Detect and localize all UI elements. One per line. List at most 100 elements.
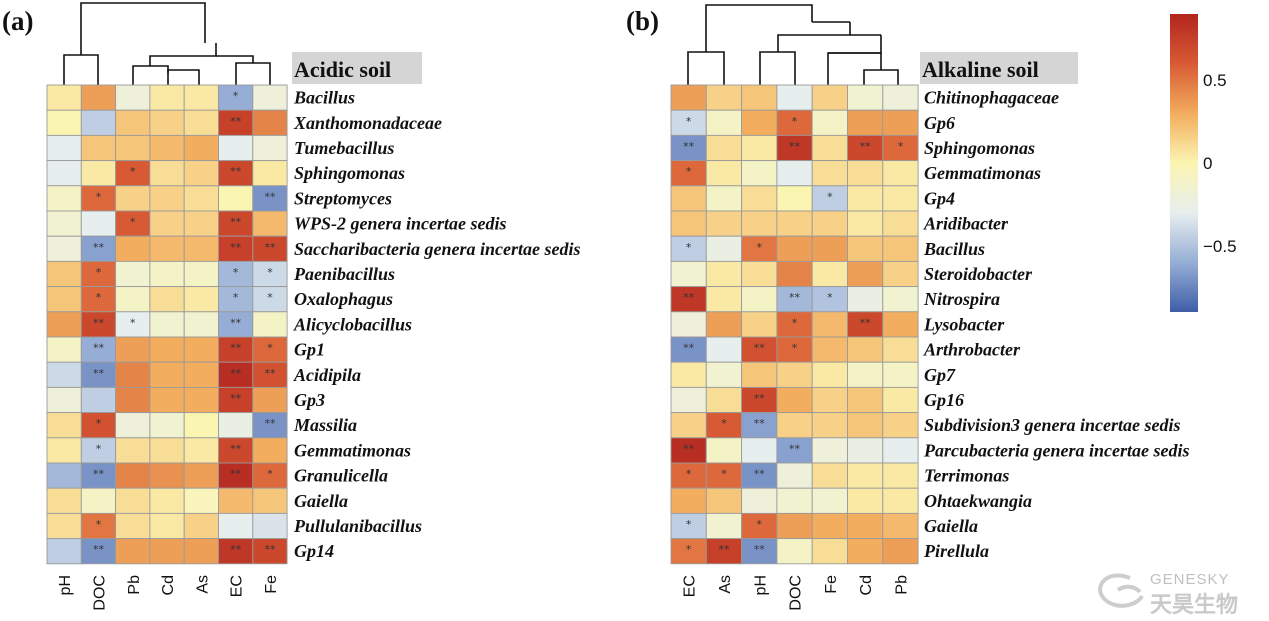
column-label: DOC [788, 575, 805, 611]
heatmap-cell [80, 336, 117, 363]
heatmap-cell [882, 487, 919, 514]
colorbar-ticks: 0.50−0.5 [1203, 71, 1237, 256]
heatmap-cell [882, 160, 919, 187]
heatmap-cell [46, 109, 82, 136]
column-label: pH [57, 575, 74, 595]
heatmap-cell [149, 134, 185, 162]
heatmap-cell [670, 84, 707, 111]
row-label: Nitrospira [923, 289, 1000, 309]
significance-mark: ** [230, 392, 242, 405]
heatmap-cell [80, 286, 117, 313]
significance-mark: ** [754, 543, 766, 556]
heatmap-cell [882, 386, 919, 414]
heatmap-cell [705, 412, 743, 439]
heatmap-cell [252, 487, 288, 514]
row-label: Sphingomonas [294, 163, 405, 183]
significance-mark: * [686, 468, 692, 481]
heatmap-cell [183, 235, 219, 262]
significance-mark: * [792, 316, 798, 329]
column-label: Pb [126, 575, 143, 595]
genesky-logo-icon [1098, 573, 1144, 608]
heatmap-cell [811, 210, 848, 237]
significance-mark: * [96, 442, 102, 455]
heatmap-cell [115, 412, 151, 439]
heatmap-cell [882, 185, 919, 212]
heatmap-cell [115, 260, 151, 288]
heatmap-cell [115, 462, 151, 489]
heatmap-cell [811, 462, 848, 489]
heatmap-cell [847, 311, 884, 338]
heatmap-cell [776, 84, 813, 111]
significance-mark: * [96, 518, 102, 531]
heatmap-cell [670, 336, 707, 363]
heatmap-cell [252, 260, 288, 288]
colorbar-gradient [1170, 14, 1198, 312]
heatmap-cell [149, 260, 185, 288]
heatmap-cell [741, 336, 778, 363]
row-label: Terrimonas [924, 466, 1009, 486]
significance-mark: * [757, 518, 763, 531]
column-label: EC [229, 575, 246, 597]
genesky-watermark: GENESKY 天昊生物 [1098, 571, 1238, 618]
heatmap-cell [705, 336, 743, 363]
heatmap-cell [776, 109, 813, 136]
significance-mark: * [792, 342, 798, 355]
heatmap-cell [46, 512, 82, 540]
heatmap-cell [115, 538, 151, 565]
heatmap-cell [252, 512, 288, 540]
row-label: Acidipila [293, 365, 361, 385]
significance-mark: ** [93, 543, 105, 556]
heatmap-cell [670, 235, 707, 262]
row-label: Arthrobacter [923, 340, 1021, 360]
significance-mark: * [721, 468, 727, 481]
heatmap-cell [46, 235, 82, 262]
significance-mark: ** [264, 241, 276, 254]
heatmap-cell [741, 487, 778, 514]
colorbar-tick-label: 0 [1203, 154, 1212, 173]
heatmap-cell [218, 487, 254, 514]
heatmap-cell [115, 185, 151, 212]
row-label: Streptomyces [294, 188, 392, 208]
significance-mark: ** [230, 165, 242, 178]
heatmap-cell [252, 361, 288, 388]
heatmap-cell [776, 185, 813, 212]
heatmap-cell [670, 538, 707, 565]
heatmap-cell [847, 412, 884, 439]
heatmap-cell [149, 512, 185, 540]
heatmap-cell [46, 487, 82, 514]
significance-mark: * [130, 165, 136, 178]
heatmap-cell [46, 336, 82, 363]
heatmap-cell [115, 160, 151, 187]
heatmap-cell [46, 386, 82, 414]
heatmap-cell [882, 260, 919, 288]
heatmap-cell [115, 235, 151, 262]
heatmap-cell [776, 311, 813, 338]
heatmap-cell [252, 160, 288, 187]
heatmap-cell [115, 109, 151, 136]
significance-mark: ** [93, 316, 105, 329]
heatmap-cell [847, 84, 884, 111]
heatmap-cell [46, 286, 82, 313]
heatmap-cell [252, 336, 288, 363]
significance-mark: ** [860, 140, 872, 153]
significance-mark: ** [230, 442, 242, 455]
heatmap-cell [811, 437, 848, 464]
heatmap-cell [705, 386, 743, 414]
significance-mark: ** [789, 291, 801, 304]
significance-mark: ** [789, 442, 801, 455]
heatmap-cell [705, 286, 743, 313]
heatmap-cell [811, 160, 848, 187]
heatmap-b: ****************************************… [670, 84, 919, 565]
significance-mark: * [267, 291, 273, 304]
watermark-brand: GENESKY [1150, 571, 1230, 588]
row-label: Gaiella [294, 491, 348, 511]
heatmap-cell [705, 235, 743, 262]
heatmap-cell [218, 210, 254, 237]
heatmap-cell [115, 487, 151, 514]
significance-mark: * [686, 165, 692, 178]
heatmap-cell [115, 386, 151, 414]
row-label: Lysobacter [923, 314, 1005, 334]
heatmap-cell [741, 311, 778, 338]
heatmap-cell [776, 235, 813, 262]
heatmap-cell [670, 160, 707, 187]
